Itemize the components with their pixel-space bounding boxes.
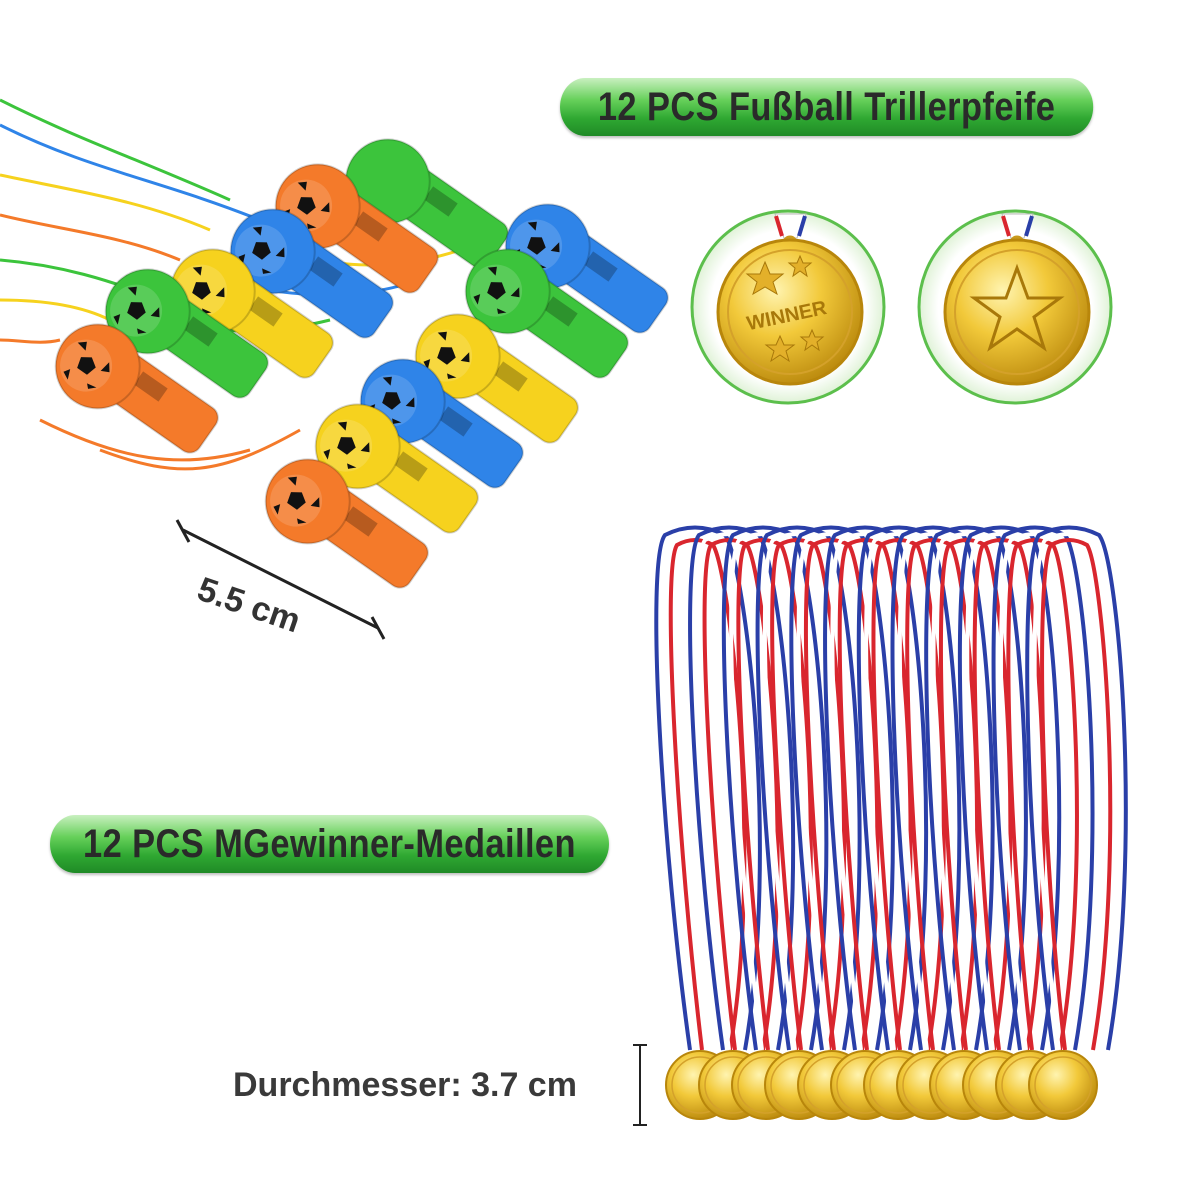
- soccer-ball-icon: [270, 474, 323, 527]
- medal-back-detail: [917, 209, 1113, 405]
- medal-ribbon: [1025, 525, 1128, 1051]
- whistle-title: 12 PCS Fußball Trillerpfeife: [597, 84, 1056, 129]
- whistle-icon: [314, 403, 479, 534]
- medal-ribbons: [654, 525, 1128, 1051]
- medal-row: [665, 1050, 1098, 1120]
- medal-front-detail: WINNER: [690, 209, 886, 405]
- whistle-title-banner: 12 PCS Fußball Trillerpfeife: [560, 78, 1094, 136]
- whistle-dimension-line: [175, 519, 386, 640]
- soccer-ball-icon: [60, 339, 113, 392]
- soccer-ball-icon: [320, 419, 373, 472]
- star-icon: [969, 263, 1065, 352]
- soccer-ball-icon: [420, 329, 473, 382]
- whistle-icon: [464, 248, 629, 379]
- whistle-group: [54, 138, 669, 589]
- medal-diameter-label: Durchmesser: 3.7 cm: [233, 1066, 577, 1104]
- medal-dimension-line: [633, 1044, 647, 1126]
- whistle-icon: [229, 208, 394, 339]
- soccer-ball-icon: [110, 284, 163, 337]
- whistle-icon: [104, 268, 269, 399]
- soccer-ball-icon: [235, 224, 288, 277]
- whistle-icon: [264, 458, 429, 589]
- whistle-icon: [169, 248, 334, 379]
- medal-title: 12 PCS MGewinner-Medaillen: [83, 821, 576, 866]
- soccer-ball-icon: [470, 264, 523, 317]
- star-icon: [745, 260, 785, 296]
- whistle-icon: [54, 323, 219, 454]
- medal-title-banner: 12 PCS MGewinner-Medaillen: [50, 815, 609, 873]
- medal-icon: [1028, 1050, 1098, 1120]
